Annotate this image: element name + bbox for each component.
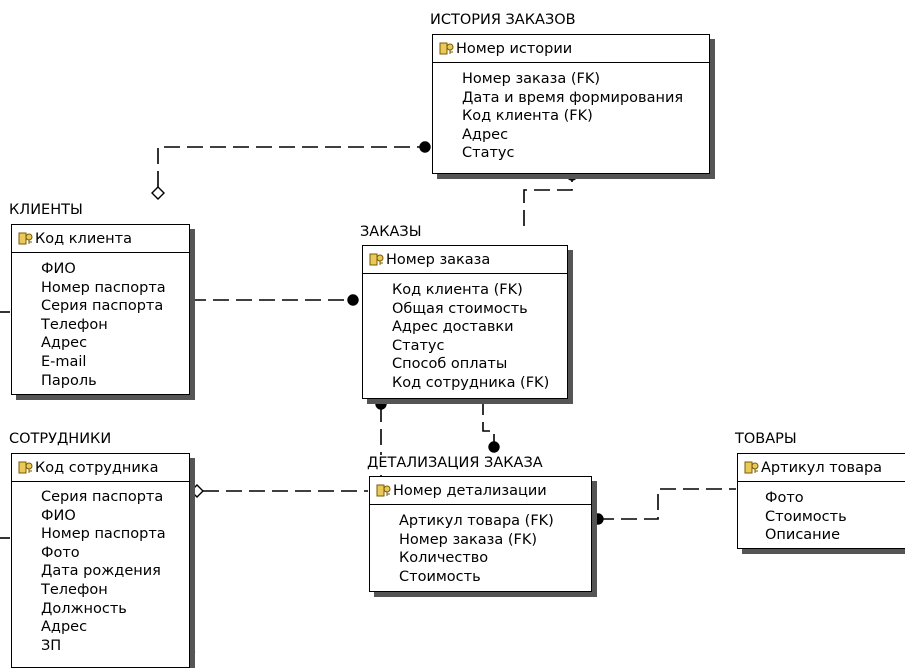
optional-diamond	[190, 484, 204, 498]
attribute: ФИО	[41, 261, 76, 277]
attribute: Дата рождения	[41, 563, 161, 580]
pk-label: Номер заказа	[386, 251, 491, 268]
attribute: Стоимость	[399, 568, 481, 585]
attribute: Код клиента (FK)	[392, 282, 523, 298]
pk-label: Номер детализации	[393, 482, 547, 499]
pk-label: Артикул товара	[761, 459, 883, 476]
attribute: Стоимость	[765, 508, 847, 525]
pk-label: Код клиента	[35, 230, 132, 247]
entity-pk-row: Код клиента	[12, 225, 189, 253]
attribute: ФИО	[41, 507, 76, 524]
attribute: Фото	[765, 490, 804, 506]
attribute: Телефон	[41, 316, 108, 333]
entity-title-details: ДЕТАЛИЗАЦИЯ ЗАКАЗА	[367, 455, 543, 472]
entity-employees: Код сотрудника Серия паспорта ФИО Номер …	[11, 453, 190, 668]
attribute: Серия паспорта	[41, 298, 164, 315]
entity-details: Номер детализации Артикул товара (FK) Но…	[369, 476, 592, 592]
cardinality-dot	[488, 441, 500, 453]
entity-clients: Код клиента ФИО Номер паспорта Серия пас…	[11, 224, 190, 395]
entity-pk-row: Номер истории	[433, 35, 709, 63]
attribute: Телефон	[41, 581, 108, 598]
key-icon	[744, 461, 759, 474]
key-icon	[369, 253, 384, 266]
attribute: Адрес доставки	[392, 319, 514, 336]
pk-label: Номер истории	[456, 40, 573, 57]
entity-title-clients: КЛИЕНТЫ	[9, 202, 83, 218]
cardinality-dot	[419, 141, 431, 153]
link-orders-history	[523, 175, 573, 226]
optional-diamond	[151, 186, 165, 200]
attribute: Способ оплаты	[392, 356, 508, 373]
cardinality-dot	[347, 294, 359, 306]
attribute: Фото	[41, 544, 80, 561]
attribute: Пароль	[41, 372, 97, 389]
attribute: Общая стоимость	[392, 300, 528, 317]
entity-title-products: ТОВАРЫ	[735, 431, 797, 447]
entity-pk-row: Артикул товара	[738, 454, 905, 482]
attribute: Номер заказа (FK)	[462, 71, 601, 87]
attribute: Количество	[399, 550, 489, 567]
attribute: Описание	[765, 527, 840, 544]
attribute: Код клиента (FK)	[462, 108, 593, 125]
link-clients-history	[157, 146, 425, 187]
attribute: Номер паспорта	[41, 526, 166, 543]
attribute: Адрес	[41, 619, 88, 636]
entity-products: Артикул товара Фото Стоимость Описание	[737, 453, 905, 549]
cardinality-dot	[375, 398, 387, 410]
attribute: E-mail	[41, 353, 87, 370]
attribute: Дата и время формирования	[462, 89, 684, 106]
entity-pk-row: Номер детализации	[370, 477, 591, 505]
attribute: Серия паспорта	[41, 489, 164, 505]
attribute: Адрес	[462, 126, 509, 143]
attribute: ЗП	[41, 637, 62, 654]
entity-title-employees: СОТРУДНИКИ	[9, 431, 112, 447]
key-icon	[18, 461, 33, 474]
entity-title-orders: ЗАКАЗЫ	[360, 224, 422, 240]
pk-label: Код сотрудника	[35, 459, 159, 476]
entity-pk-row: Номер заказа	[363, 246, 567, 274]
link-orders-details-a	[482, 399, 495, 446]
entity-pk-row: Код сотрудника	[12, 454, 189, 482]
entity-orders: Номер заказа Код клиента (FK) Общая стои…	[362, 245, 568, 399]
key-icon	[439, 42, 454, 55]
attribute: Номер паспорта	[41, 279, 166, 296]
entity-history: Номер истории Номер заказа (FK) Дата и в…	[432, 34, 710, 174]
attribute: Должность	[41, 600, 127, 617]
entity-title-history: ИСТОРИЯ ЗАКАЗОВ	[430, 12, 576, 28]
attribute: Адрес	[41, 335, 88, 352]
attribute: Номер заказа (FK)	[399, 531, 538, 548]
attribute: Статус	[392, 337, 445, 354]
key-icon	[18, 232, 33, 245]
key-icon	[376, 484, 391, 497]
attribute: Код сотрудника (FK)	[392, 374, 550, 391]
link-details-products	[598, 488, 736, 520]
attribute: Статус	[462, 145, 515, 162]
attribute: Артикул товара (FK)	[399, 513, 554, 529]
cardinality-dot	[592, 513, 604, 525]
crowfoot-mark	[187, 647, 196, 657]
